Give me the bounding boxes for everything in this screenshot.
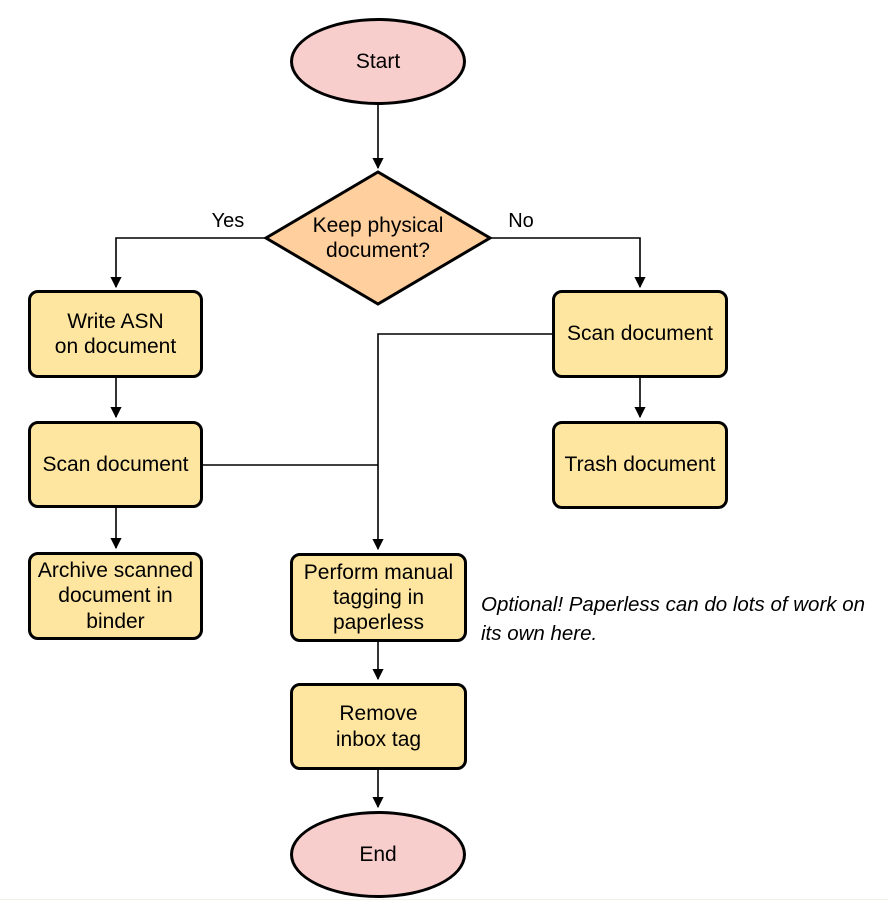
node-write-asn-label: Write ASN on document (54, 309, 177, 358)
node-manual-tagging: Perform manual tagging in paperless (290, 553, 467, 642)
node-end: End (290, 811, 466, 898)
node-trash-document-label: Trash document (564, 453, 716, 477)
node-manual-tagging-label: Perform manual tagging in paperless (303, 560, 454, 635)
node-decision-label: Keep physical document? (312, 214, 444, 263)
edge-scan-right-to-tagging (372, 333, 552, 551)
node-scan-document-left-label: Scan document (42, 452, 189, 476)
node-archive-scanned-label: Archive scanned document in binder (37, 559, 194, 633)
node-archive-scanned: Archive scanned document in binder (28, 552, 203, 640)
optional-note: Optional! Paperless can do lots of work … (481, 593, 866, 646)
edge-label-yes: Yes (211, 210, 245, 232)
node-remove-inbox-tag: Remove inbox tag (290, 683, 467, 770)
node-write-asn: Write ASN on document (28, 290, 203, 378)
node-trash-document: Trash document (552, 421, 728, 509)
node-start: Start (290, 18, 466, 105)
edge-decision-yes-to-write-asn (110, 237, 266, 289)
edge-label-no: No (508, 210, 534, 232)
node-start-label: Start (355, 49, 401, 73)
node-scan-document-right-label: Scan document (567, 322, 713, 346)
node-remove-inbox-tag-label: Remove inbox tag (335, 702, 422, 751)
page-bottom-divider (0, 899, 888, 900)
node-scan-document-left: Scan document (28, 421, 203, 508)
node-scan-document-right: Scan document (552, 290, 728, 378)
edge-decision-no-to-scan-right (490, 237, 646, 289)
node-end-label: End (359, 842, 397, 866)
decision-shape (263, 170, 493, 306)
